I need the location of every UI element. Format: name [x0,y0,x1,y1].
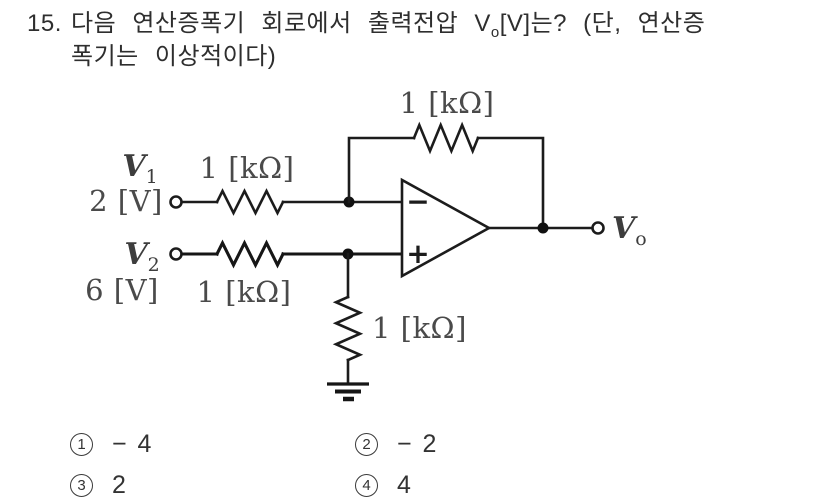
option-1-circle: 1 [70,433,93,456]
question-text: 다음 연산증폭기 회로에서 출력전압 Vo[V]는? (단, 연산증 폭기는 이… [71,7,705,73]
v1-value-label: 2 [V] [89,184,163,218]
option-4-circle: 4 [355,474,378,497]
resistor-r1-label: 1 [kΩ] [200,151,295,185]
v1-terminal [169,195,183,209]
v1-label: V1 [122,149,157,188]
question-number: 15. [27,10,62,37]
question-block: 15. 다음 연산증폭기 회로에서 출력전압 Vo[V]는? (단, 연산증 폭기… [27,7,705,73]
vo-label: Vo [612,211,647,250]
option-2[interactable]: 2 − 2 [355,430,438,459]
v2-value-label: 6 [V] [85,273,159,307]
question-line2: 폭기는 이상적이다) [71,43,277,70]
option-3-circle: 3 [70,474,93,497]
resistor-ground-label: 1 [kΩ] [372,311,467,345]
resistor-r1 [215,188,285,216]
vo-subscript: o [490,23,500,41]
opamp-plus-symbol: + [406,237,429,270]
v2-terminal [169,247,183,261]
option-4[interactable]: 4 4 [355,471,413,500]
resistor-feedback-label: 1 [kΩ] [400,86,495,120]
opamp-minus-symbol: − [406,185,429,218]
wire-feedback-left [347,136,416,204]
option-2-circle: 2 [355,433,378,456]
resistor-r2-label: 1 [kΩ] [197,275,292,309]
opamp-triangle [400,177,492,279]
v2-label: V2 [124,237,159,276]
output-node-dot [537,222,549,234]
option-1[interactable]: 1 − 4 [70,430,153,459]
resistor-r2 [214,239,286,269]
vo-terminal [591,221,605,235]
option-3-label: 2 [112,471,128,499]
option-4-label: 4 [397,471,413,499]
option-2-label: − 2 [397,430,439,458]
wire-feedback-right [476,136,545,230]
option-1-label: − 4 [112,430,154,458]
option-3[interactable]: 3 2 [70,471,128,500]
question-line1: 다음 연산증폭기 회로에서 출력전압 Vo[V]는? (단, 연산증 [71,10,706,41]
ground-symbol [327,382,369,402]
resistor-ground [332,295,364,362]
resistor-feedback [412,121,480,155]
